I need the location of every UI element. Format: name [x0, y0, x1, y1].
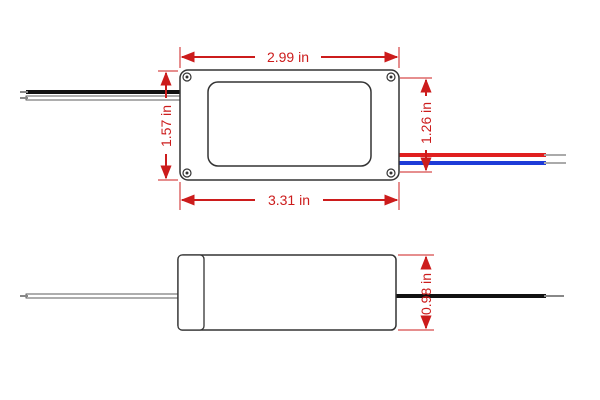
blue-wire [396, 161, 546, 165]
dimension-right-height: 1.26 in [400, 77, 434, 173]
top-view: 2.99 in 1.57 in 1.26 in 3.31 in [20, 47, 566, 210]
end-cap [177, 254, 205, 331]
side-view: 0.98 in [20, 254, 564, 331]
side-white-wire-tip [20, 295, 28, 297]
black-wire [26, 90, 182, 94]
dimension-bottom-width: 3.31 in [179, 182, 400, 210]
side-black-wire-tip [544, 295, 564, 297]
white-wire [25, 95, 183, 101]
bottom-width-label: 3.31 in [268, 192, 310, 208]
dimension-top-width: 2.99 in [179, 47, 400, 68]
left-height-label: 1.57 in [158, 105, 174, 147]
red-wire-tip [544, 154, 566, 156]
side-height-label: 0.98 in [418, 273, 434, 315]
side-white-wire [25, 293, 181, 299]
side-black-wire [396, 294, 546, 298]
blue-wire-tip [544, 162, 566, 164]
top-width-label: 2.99 in [267, 49, 309, 65]
right-output-wires [396, 153, 566, 165]
dimension-left-height: 1.57 in [158, 70, 178, 181]
label-panel [207, 81, 372, 167]
mounting-holes [182, 72, 396, 178]
driver-housing-side [177, 254, 397, 331]
red-wire [396, 153, 546, 157]
right-height-label: 1.26 in [418, 102, 434, 144]
dimension-side-height: 0.98 in [398, 254, 434, 331]
black-wire-tip [20, 91, 28, 93]
left-input-wires [20, 90, 183, 101]
white-wire-tip [20, 97, 28, 99]
